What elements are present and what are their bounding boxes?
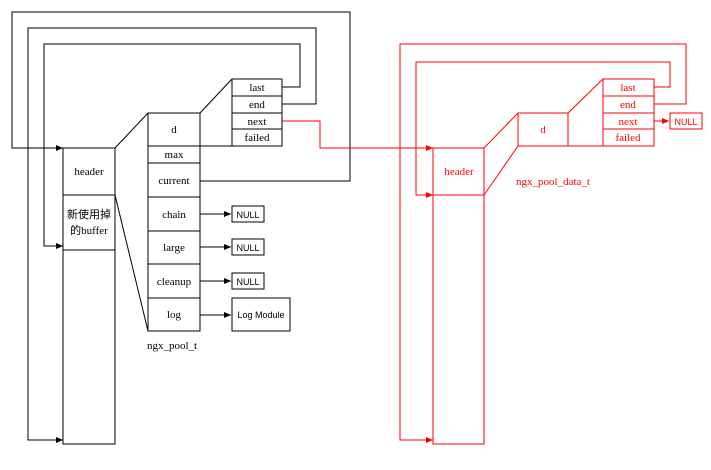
right-caption: ngx_pool_data_t [516,176,590,188]
field-chain: chain [162,209,186,221]
chain-null-box [231,205,265,223]
data-next: next [248,116,267,128]
log-module-box [231,297,291,332]
right-data-next: next [619,116,638,128]
right-pool [399,43,703,445]
cleanup-null-label: NULL [236,277,259,287]
right-header-label: header [444,166,474,178]
right-loop-inner [415,61,671,198]
cleanup-null-box [231,272,265,290]
left-text: header 新使用掉 的buffer d max current chain … [67,82,285,352]
next-link [282,120,433,151]
field-log: log [167,309,182,321]
field-large: large [163,242,185,254]
right-data-end: end [620,99,636,111]
right-block [432,147,485,445]
right-data-failed: failed [615,132,641,144]
field-max: max [165,149,184,161]
right-d-box [517,112,569,147]
loop-last [43,43,301,249]
right-data-last: last [620,82,635,94]
log-module-label: Log Module [237,310,284,320]
large-null-box [231,238,265,256]
large-null-label: NULL [236,243,259,253]
chain-null-label: NULL [236,210,259,220]
loop-end [27,27,317,443]
right-field-d: d [540,124,546,136]
pool-caption: ngx_pool_t [147,340,197,352]
left-pool [11,11,351,445]
field-current: current [158,175,189,187]
left-buffer-line2: 的buffer [70,223,108,237]
right-text: header d last end next failed NULL ngx_p… [444,82,697,188]
pool-struct [147,112,201,332]
loop-current [11,11,351,182]
data-end: end [249,99,265,111]
right-loop-outer [399,43,687,443]
data-last: last [249,82,264,94]
field-cleanup: cleanup [157,276,192,288]
field-d: d [171,124,177,136]
data-failed: failed [244,132,270,144]
left-header-label: header [74,166,104,178]
left-block [62,147,116,445]
left-buffer-line1: 新使用掉 [67,207,111,221]
right-null-box [669,112,703,130]
right-null-label: NULL [674,117,697,127]
